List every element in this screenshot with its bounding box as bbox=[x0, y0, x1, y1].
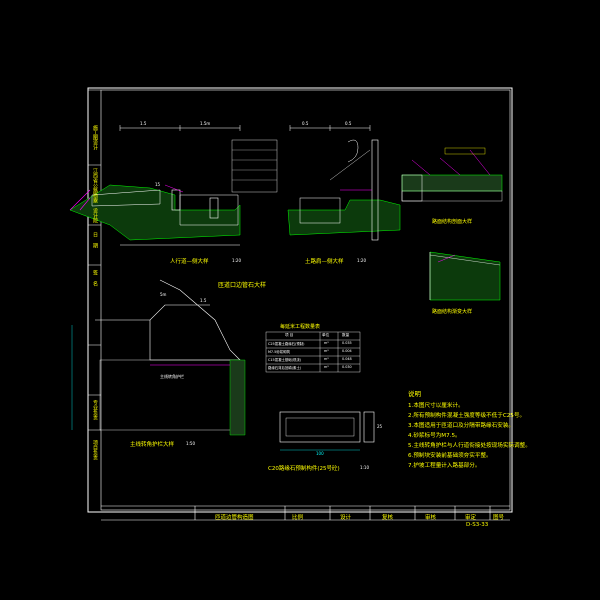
qt-row-3-qty: 0.048 bbox=[342, 357, 352, 361]
qt-row-4-qty: 0.030 bbox=[342, 365, 352, 369]
dim-top-left-a: 1.5 bbox=[140, 121, 147, 126]
title-block-lines bbox=[101, 505, 510, 521]
dim-curb-w: 100 bbox=[316, 451, 324, 456]
view1-title: 人行道—侧大样 bbox=[170, 259, 209, 265]
dim-top-left-b: 1.5m bbox=[200, 121, 211, 126]
dim-top-right-a: 0.5 bbox=[302, 121, 309, 126]
dim-corner-a: 5m bbox=[160, 292, 167, 297]
right-mid-title: 路面结构渐变大样 bbox=[432, 309, 473, 315]
right-top-pavement-section bbox=[401, 147, 503, 202]
note-7: 7.护坡工程量计入路基部分。 bbox=[408, 463, 481, 469]
side-cell-4: 签 名 bbox=[92, 270, 98, 286]
view2-scale: 1:20 bbox=[357, 258, 366, 263]
side-cell-1: 江西省公路勘察 bbox=[92, 168, 98, 203]
sheet-number: D-S3-33 bbox=[466, 522, 489, 528]
note-1: 1.本图尺寸以厘米计。 bbox=[408, 403, 464, 409]
center-title: 匝道口边管石大样 bbox=[218, 282, 267, 289]
curb-title: C20路缘石预制构件(25号砼) bbox=[268, 466, 340, 472]
side-cell-6: 项目负责 bbox=[92, 440, 98, 460]
approved-label: 审定 bbox=[465, 515, 477, 521]
qt-row-4-unit: m³ bbox=[324, 365, 329, 369]
qt-header-item: 项 目 bbox=[285, 333, 294, 337]
view1-callout-box bbox=[231, 139, 278, 193]
view1-sidewalk-section bbox=[69, 125, 241, 246]
qt-header-unit: 单位 bbox=[322, 333, 330, 337]
note-3: 3.本图适用于匝道口及分隔带路缘石安装。 bbox=[408, 423, 515, 429]
qt-row-2-qty: 0.004 bbox=[342, 349, 352, 353]
corner-scale: 1:50 bbox=[186, 441, 195, 446]
dim-corner-b: 1.5 bbox=[200, 298, 207, 303]
right-top-title: 路面结构剖面大样 bbox=[432, 219, 473, 225]
quantity-table-grid bbox=[265, 331, 361, 373]
curb-scale: 1:10 bbox=[360, 465, 369, 470]
qt-header-qty: 数量 bbox=[342, 333, 350, 337]
designed-label: 设计 bbox=[340, 515, 352, 521]
note-5: 5.主线转角护栏与人行道衔接处按现场实际调整。 bbox=[408, 443, 531, 449]
qt-row-3-item: C15混凝土基础(现浇) bbox=[268, 358, 302, 362]
notes-heading: 说明 bbox=[408, 390, 421, 398]
dim-curb-h: 25 bbox=[377, 424, 383, 429]
note-2: 2.所有预制构件混凝土强度等级不低于C25号。 bbox=[408, 413, 526, 419]
side-cell-0: 施工图设计 bbox=[92, 125, 98, 150]
scale-label: 比例 bbox=[292, 515, 304, 521]
qt-row-4-item: 路缘石背后回填(素土) bbox=[268, 366, 302, 370]
view1-scale: 1:20 bbox=[232, 258, 241, 263]
corner-guardrail-plan bbox=[71, 279, 246, 436]
view2-shoulder-section bbox=[287, 125, 401, 241]
inner-frame bbox=[100, 89, 511, 511]
quantity-table-title: 每延米工程数量表 bbox=[280, 324, 321, 330]
dim-top-right-b: 0.5 bbox=[345, 121, 352, 126]
right-mid-transition-section bbox=[429, 251, 501, 301]
side-cell-3: 日 期 bbox=[92, 232, 98, 248]
corner-note: 主线转角护栏 bbox=[160, 374, 184, 379]
view2-title: 土路肩—侧大样 bbox=[305, 259, 344, 265]
qt-row-1-unit: m³ bbox=[324, 341, 329, 345]
qt-row-3-unit: m³ bbox=[324, 357, 329, 361]
side-cell-2: 设计院 bbox=[92, 208, 98, 223]
qt-row-1-qty: 0.035 bbox=[342, 341, 352, 345]
qt-row-2-item: M7.5砂浆砌筑 bbox=[268, 350, 290, 354]
curb-precast-element bbox=[279, 411, 375, 451]
qt-row-1-item: C25混凝土路缘石(预制) bbox=[268, 342, 305, 346]
side-cell-5: 专业负责 bbox=[92, 400, 98, 420]
dim-top-mid: 15 bbox=[155, 182, 161, 187]
outer-frame bbox=[87, 87, 513, 513]
note-6: 6.预制块安装前基础须夯实平整。 bbox=[408, 453, 492, 459]
note-4: 4.砂浆标号为M7.5。 bbox=[408, 433, 461, 439]
checked-label: 复核 bbox=[382, 515, 394, 521]
drawing-title: 匝道边管构造图 bbox=[215, 515, 254, 521]
reviewed-label: 审核 bbox=[425, 515, 437, 521]
sheet-label: 图号 bbox=[493, 515, 505, 521]
corner-title: 主线转角护栏大样 bbox=[130, 442, 175, 448]
qt-row-2-unit: m³ bbox=[324, 349, 329, 353]
